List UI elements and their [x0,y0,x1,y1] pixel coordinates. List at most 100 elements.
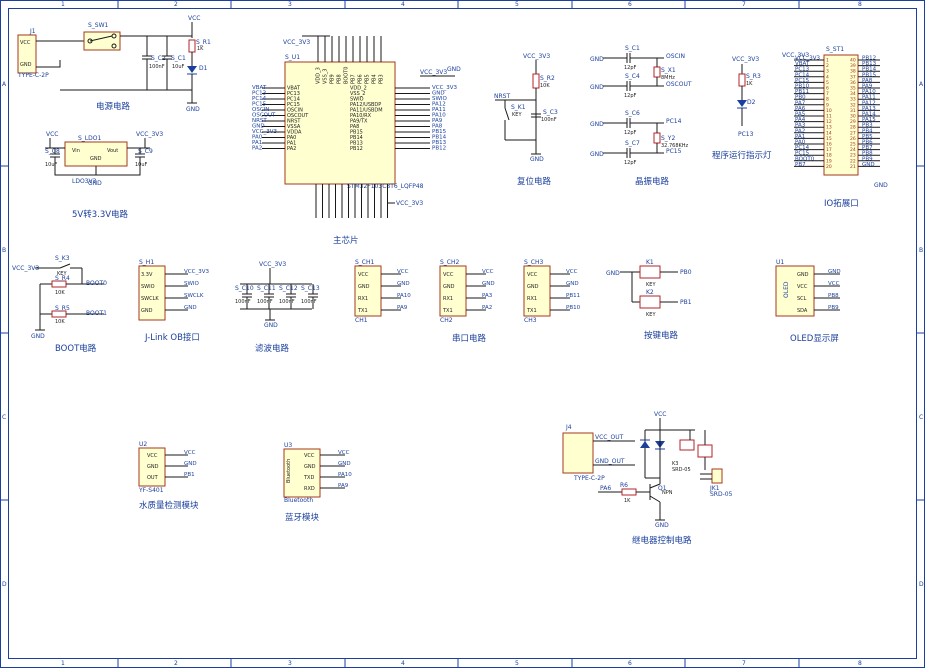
jlink-header [138,265,166,321]
io-pin-number: 27 [850,130,856,136]
io-left-net: PB0 [795,95,806,101]
io-left-net: PA6 [795,106,806,112]
io-ref: S_ST1 [826,46,844,53]
mcu-left-pin-label: PC13 [287,91,300,97]
type-c-name: TYPE-C-2P [17,72,49,79]
uart-pin-label: RX1 [527,296,537,302]
uart-net: PB10 [566,305,581,311]
io-right-net: PB13 [862,61,877,67]
reset-key-ref: S_K1 [511,104,526,111]
mcu-left-pin-label: VSSA [287,124,301,130]
mcu-right-net: PA10 [432,113,446,119]
uart-header-label: CH1 [355,317,368,324]
ldo-vcc-in: VCC [46,131,58,138]
io-left-net: PC14 [795,72,810,78]
io-right-net: PA15 [862,117,876,123]
io-right-net: PA10 [862,89,876,95]
mcu-right-net: SWIO [432,96,448,102]
mcu-right-net: GND [432,91,445,97]
reset-c-value: 100nF [541,117,557,123]
mcu-left-net: PA0 [252,135,263,141]
mcu-chip [284,61,396,185]
oled-pin-label: SDA [797,308,808,314]
relay-type-c [562,432,594,474]
column-marker-bottom: 5 [515,660,519,667]
mcu-left-pin-label: PC14 [287,97,300,103]
bt-ref: U3 [284,442,292,449]
mcu-left-pin-label: NRST [287,119,301,125]
boot-k-value: KEY [57,271,67,277]
ldo-part: LDO3V3 [72,178,97,185]
mcu-left-net: PC13 [252,91,267,97]
oled-pin-label: VCC [797,284,808,290]
water-ref: U2 [139,441,147,448]
power-circuit: J1 VCC GND TYPE-C-2P S_SW1 S_C2 100nF S_… [17,15,211,113]
relay-typec-ref: J4 [565,424,572,431]
io-pin-number: 30 [850,114,856,120]
crystal-net-pc14: PC14 [666,118,682,125]
jlink-title: J-Link OB接口 [144,332,200,343]
ldo-pin-vout: Vout [107,148,118,154]
io-pin-number: 21 [850,164,856,170]
type-c-connector-j1 [17,34,37,74]
uart-net: PA9 [397,305,408,311]
uart-net: PB11 [566,293,580,299]
boot-net-boot1: BOOT1 [86,310,107,317]
io-pin-number: 37 [850,74,856,80]
uart-pin-label: VCC [358,272,369,278]
led-net: PC13 [738,131,754,138]
mcu-left-net: PC14 [252,96,267,102]
water-title: 水质量检测模块 [139,500,199,511]
power-gnd: GND [186,106,200,113]
oled-net: VCC [828,281,840,287]
mcu-top-pin-label: VDD_3 [316,67,322,84]
water-net: VCC [184,450,196,456]
io-left-net: PC15 [795,151,810,157]
reset-vcc: VCC_3V3 [523,53,550,60]
jlink-pin-label: GND [141,308,153,314]
column-marker-top: 5 [515,1,519,8]
io-left-net: PA3 [795,123,806,129]
io-pin-number: 5 [826,80,829,86]
io-pin-number: 40 [850,58,856,64]
mcu-right-net: PA11 [432,107,446,113]
relay-circuit: J4 TYPE-C-2P VCC_OUT GND_OUT VCC PA6 R6 … [562,411,733,546]
row-marker-right: D [919,581,924,588]
mcu-right-pin-label: PA10/RX [350,113,372,119]
io-left-net: VCC_3V3 [795,56,820,62]
filter-vcc: VCC_3V3 [259,261,286,268]
keys-k1-ref: K1 [646,259,654,266]
mcu-left-net: OSCOUT [252,113,276,119]
io-pin-number: 3 [826,69,829,75]
uart-net: VCC [482,269,494,275]
water-part: YF-S401 [138,487,164,494]
mcu-top-pin-label: PB3 [379,74,385,84]
io-pin-number: 14 [826,130,832,136]
io-pin-number: 22 [850,158,856,164]
mcu-right-pin-label: VDD_2 [350,86,367,92]
keys-k2-value: KEY [646,312,656,318]
row-marker-right: C [919,414,923,421]
mcu-right-pin-label: SWIO [350,97,364,103]
io-pin-number: 28 [850,125,856,131]
row-marker-right: B [919,247,923,254]
column-marker-bottom: 1 [61,660,65,667]
uart-header-label: CH2 [440,317,453,324]
relay-net-gnd-out: GND_OUT [595,458,625,465]
io-left-net: VBAT [795,61,810,67]
crystal-circuit: GND S_C1 12pF OSCIN GND S_C4 12pF OSCOUT… [590,45,692,187]
uart-net: GND [566,281,579,287]
io-right-net: PA8 [862,78,873,84]
io-pin-number: 2 [826,63,829,69]
ldo-cin-ref: S_C8 [45,148,60,155]
mcu-right-net: PA12 [432,102,446,108]
io-pin-number: 39 [850,63,856,69]
relay-jack-ref: JK1 [709,485,720,492]
crystal-net-oscout: OSCOUT [666,81,692,88]
column-marker-top: 3 [288,1,292,8]
io-pin-number: 16 [826,142,832,148]
uart-net: PA3 [482,293,493,299]
